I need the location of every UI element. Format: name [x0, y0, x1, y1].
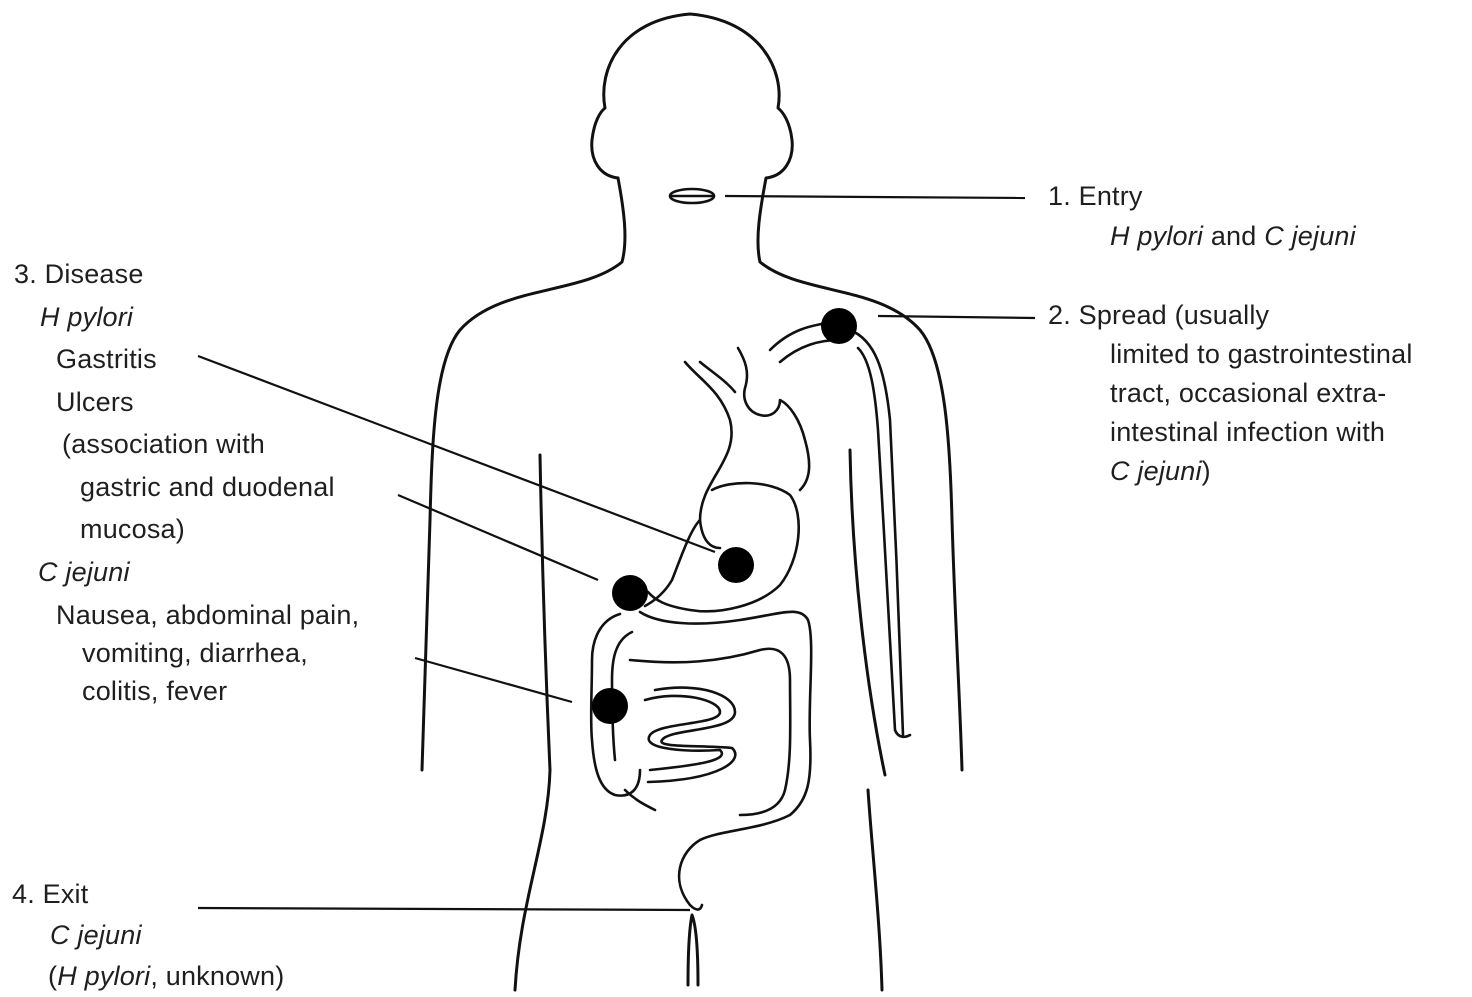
disease-hp-gastritis: Gastritis — [14, 338, 335, 381]
exit-label: 4. Exit C jejuni (H pylori, unknown) — [12, 874, 284, 997]
left-inner-arm — [540, 455, 550, 770]
entry-organism-cj: C jejuni — [1264, 221, 1356, 251]
disease-heading: 3. Disease — [14, 253, 335, 296]
arm-vessel — [850, 330, 910, 737]
spread-leader — [878, 316, 1035, 318]
disease-cj-symptoms: Nausea, abdominal pain, vomiting, diarrh… — [56, 596, 359, 710]
spread-heading: 2. Spread (usually — [1048, 296, 1413, 335]
entry-leader — [725, 196, 1025, 198]
right-hip-outline — [868, 790, 882, 990]
arm-vessel-inner — [858, 348, 910, 737]
spread-line-1: limited to gastrointestinal — [1048, 335, 1413, 374]
disease-label: 3. Disease H pylori Gastritis Ulcers (as… — [14, 253, 335, 593]
spread-line-3: intestinal infection with — [1048, 413, 1413, 452]
esophagus — [685, 362, 732, 548]
exit-organism: C jejuni — [12, 915, 284, 956]
intestine-site-marker — [592, 688, 628, 724]
entry-label: 1. Entry H pylori and C jejuni — [1048, 176, 1356, 256]
stomach-inner — [645, 520, 700, 606]
exit-note: (H pylori, unknown) — [12, 956, 284, 997]
infection-site-markers — [592, 308, 857, 724]
entry-organisms: H pylori and C jejuni — [1048, 216, 1356, 256]
entry-organism-hp: H pylori — [1110, 221, 1203, 251]
disease-hp-association: (association with — [14, 423, 335, 466]
duodenum-site-marker — [612, 575, 648, 611]
spread-site-marker — [821, 308, 857, 344]
spread-organism: C jejuni — [1110, 456, 1202, 486]
exit-heading: 4. Exit — [12, 874, 284, 915]
entry-connector: and — [1203, 221, 1264, 251]
arm-vessel-outer — [850, 330, 903, 735]
disease-hp-mucosa-2: mucosa) — [14, 508, 335, 551]
disease-cj-line-1: Nausea, abdominal pain, — [56, 596, 359, 634]
right-inner-arm — [850, 450, 885, 775]
head-and-torso-outline — [592, 14, 962, 770]
disease-cj-line-2: vomiting, diarrhea, — [56, 634, 359, 672]
colitis-leader — [415, 658, 572, 702]
disease-cj-organism: C jejuni — [14, 551, 335, 594]
trachea-branch — [700, 362, 735, 392]
spread-line-2: tract, occasional extra- — [1048, 374, 1413, 413]
gastrointestinal-tract — [591, 322, 840, 910]
stomach-site-marker — [718, 547, 754, 583]
mouth — [670, 189, 714, 203]
left-hip-outline — [515, 770, 550, 990]
arch-inner — [780, 340, 840, 362]
spread-label: 2. Spread (usually limited to gastrointe… — [1048, 296, 1413, 491]
crotch-outline — [688, 915, 698, 985]
disease-cj-line-3: colitis, fever — [56, 672, 359, 710]
heart-vessels — [738, 348, 809, 490]
left-shoulder-outline — [422, 178, 625, 770]
spread-close: ) — [1202, 456, 1211, 486]
appendix — [625, 790, 655, 810]
entry-heading: 1. Entry — [1048, 176, 1356, 216]
spread-organism-line: C jejuni) — [1048, 452, 1413, 491]
disease-hp-ulcers: Ulcers — [14, 381, 335, 424]
disease-hp-mucosa-1: gastric and duodenal — [14, 466, 335, 509]
disease-hp-organism: H pylori — [14, 296, 335, 339]
stomach — [648, 483, 799, 611]
